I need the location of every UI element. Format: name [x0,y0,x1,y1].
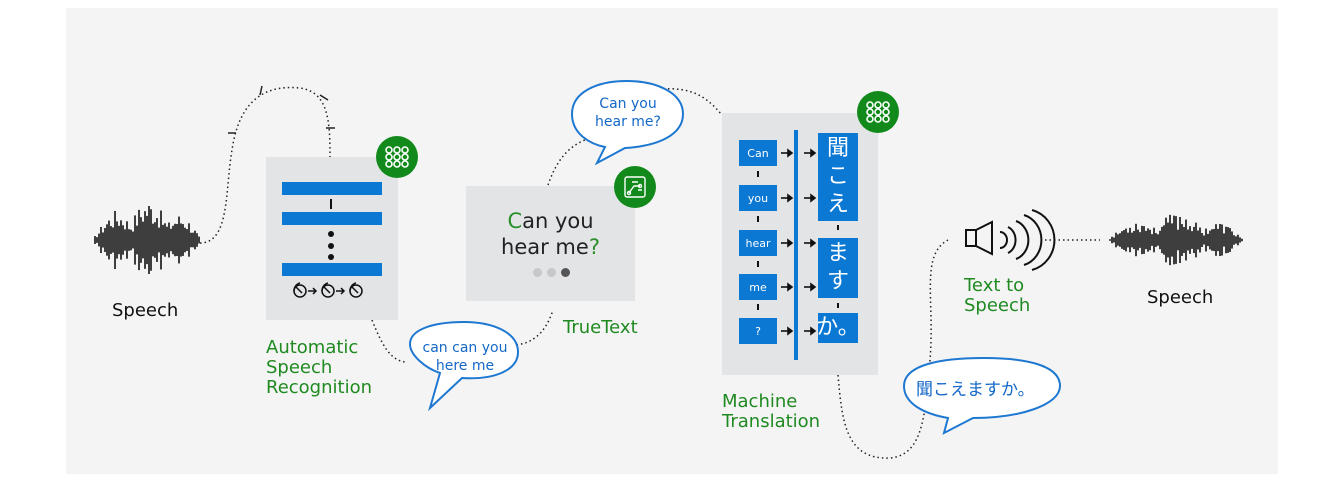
mt-source-token: me [739,274,777,300]
mt-target-char: 聞 [826,136,849,161]
path-tick [319,94,329,101]
asr-label: Automatic Speech Recognition [266,338,372,398]
asr-connector [330,199,332,209]
asr-layer-bar [282,182,382,195]
asr-box [266,157,398,320]
truetext-line-2: hear me? [501,235,600,259]
neural-network-icon-mt [857,91,899,133]
truetext-label: TrueText [563,317,638,338]
progress-dot [547,268,556,277]
mt-source-token: Can [739,140,777,166]
speech-input-label: Speech [112,300,179,321]
asr-bubble-line: can can you [422,340,508,356]
asr-label-line: Speech [266,357,333,378]
asr-label-line: Recognition [266,377,372,398]
truetext-bubble-text: Can you hear me? [572,95,684,131]
mt-target-group: か。 [816,313,860,343]
mt-label: Machine Translation [722,392,820,432]
tts-label: Text to Speech [964,276,1030,316]
asr-recurrent-icon [293,282,363,298]
mt-source-token: hear [739,230,777,256]
mt-source-token: you [739,185,777,211]
circuit-board-icon [614,166,656,208]
path-bubble-to-mt [649,88,723,116]
asr-dot [328,254,334,260]
asr-label-line: Automatic [266,337,359,358]
asr-dot [328,231,334,237]
truetext-line-1: Can you [507,209,594,233]
mt-label-line: Translation [722,411,821,432]
neural-network-icon [376,136,418,178]
truetext-bubble-line: Can you [599,96,657,112]
mt-target-char: す [826,269,849,294]
path-tick [259,85,263,96]
path-truetext-to-bubble [547,139,586,186]
asr-layer-bar [282,212,382,225]
mt-target-group: 聞 こ え [818,133,858,221]
tts-label-line: Text to [964,275,1025,296]
asr-bubble-text: can can you here me [410,339,520,375]
mt-target-char: こ [826,164,849,189]
mt-bubble-text: 聞こえますか。 [916,380,1035,400]
mt-target-char: ま [826,241,849,266]
truetext-bubble-line: hear me? [595,114,661,130]
progress-dot [533,268,542,277]
mt-attention-bar [794,130,798,360]
mt-label-line: Machine [722,391,798,412]
mt-arrows [757,148,839,336]
truetext-box: Can you hear me? [466,186,635,301]
asr-dot [328,243,334,249]
truetext-output: Can you hear me? [466,208,635,260]
tts-label-line: Speech [964,295,1031,316]
mt-source-token: ? [739,318,777,344]
speech-output-label: Speech [1147,287,1214,308]
mt-target-group: ま す [818,238,858,298]
asr-layer-bar [282,263,382,276]
progress-dot-active [561,268,570,277]
mt-target-char: え [826,192,849,217]
mt-target-char: か。 [816,315,860,340]
mt-box: Can you hear me ? 聞 こ え ま す か。 [722,113,878,375]
asr-bubble-line: here me [435,358,495,374]
